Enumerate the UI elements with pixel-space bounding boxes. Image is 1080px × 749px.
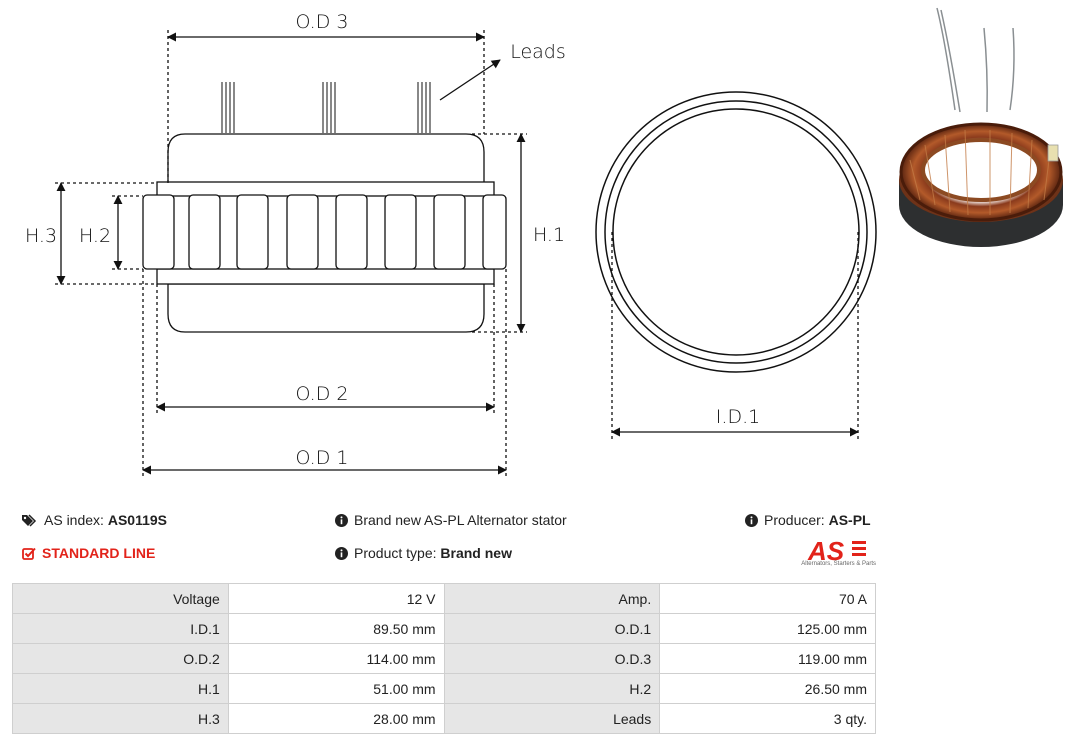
label-od1: O.D 1 xyxy=(296,447,349,469)
spec-value: 28.00 mm xyxy=(227,703,445,734)
spec-key: Amp. xyxy=(443,583,661,614)
product-type-value: Brand new xyxy=(440,545,512,561)
stator-diagram: O.D 3 Leads O.D 2 O.D 1 H.1 H.3 H.2 I.D.… xyxy=(25,7,1063,477)
as-index: AS index: AS0119S xyxy=(22,512,167,528)
spec-key: Leads xyxy=(443,703,661,734)
producer-value: AS-PL xyxy=(828,512,871,528)
spec-key: O.D.3 xyxy=(443,643,661,674)
spec-key: O.D.2 xyxy=(12,643,229,674)
spec-value: 26.50 mm xyxy=(659,673,876,704)
spec-value: 3 qty. xyxy=(659,703,876,734)
standard-line-badge: STANDARD LINE xyxy=(22,545,155,561)
check-square-icon xyxy=(22,547,36,560)
info-icon xyxy=(745,514,758,527)
spec-value: 119.00 mm xyxy=(659,643,876,674)
as-index-value: AS0119S xyxy=(107,512,167,528)
product-type-label: Product type: xyxy=(354,545,437,561)
spec-key: I.D.1 xyxy=(12,613,229,644)
spec-key: H.2 xyxy=(443,673,661,704)
label-h3: H.3 xyxy=(25,225,57,247)
spec-value: 51.00 mm xyxy=(227,673,445,704)
label-h2: H.2 xyxy=(79,225,111,247)
logo-text: AS xyxy=(807,536,845,566)
tags-icon xyxy=(22,514,37,527)
spec-key: H.1 xyxy=(12,673,229,704)
spec-key: H.3 xyxy=(12,703,229,734)
spec-value: 89.50 mm xyxy=(227,613,445,644)
spec-key: Voltage xyxy=(12,583,229,614)
stator-photo xyxy=(899,7,1063,247)
stator-teeth xyxy=(142,194,507,270)
info-icon xyxy=(335,547,348,560)
side-view xyxy=(142,82,507,333)
as-pl-logo: AS xyxy=(807,536,866,566)
spec-key: O.D.1 xyxy=(443,613,661,644)
product-description: Brand new AS-PL Alternator stator xyxy=(335,512,567,528)
label-leads: Leads xyxy=(510,41,566,63)
label-h1: H.1 xyxy=(533,224,565,246)
lead-wires xyxy=(221,82,431,133)
dimension-arrows xyxy=(56,32,859,475)
label-id1: I.D.1 xyxy=(716,406,760,428)
spec-value: 70 A xyxy=(659,583,876,614)
description-text: Brand new AS-PL Alternator stator xyxy=(354,512,567,528)
as-index-label: AS index: xyxy=(44,512,104,528)
spec-value: 125.00 mm xyxy=(659,613,876,644)
label-od3: O.D 3 xyxy=(296,11,349,33)
producer-label: Producer: xyxy=(764,512,825,528)
extension-lines xyxy=(55,30,859,477)
spec-value: 12 V xyxy=(227,583,445,614)
producer: Producer: AS-PL xyxy=(745,512,871,528)
standard-line-label: STANDARD LINE xyxy=(42,545,156,561)
logo-tagline: Alternators, Starters & Parts xyxy=(801,561,876,567)
product-type: Product type: Brand new xyxy=(335,545,512,561)
spec-value: 114.00 mm xyxy=(227,643,445,674)
label-od2: O.D 2 xyxy=(296,383,349,405)
top-view xyxy=(595,91,877,373)
info-icon xyxy=(335,514,348,527)
